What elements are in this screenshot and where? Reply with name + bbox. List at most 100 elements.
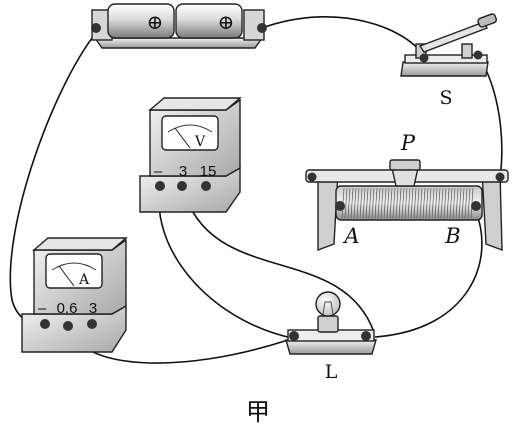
lamp-filament — [322, 301, 334, 315]
rheostat-coil-windings — [341, 187, 474, 219]
wire-voltmeter-3-to-lamp — [181, 185, 375, 333]
switch-base-top — [404, 54, 488, 64]
voltmeter-needle — [174, 127, 191, 149]
wire-rheostat-b-to-lamp — [374, 211, 483, 338]
coil-winding — [365, 187, 369, 219]
ammeter-dial-letter: A — [78, 272, 90, 288]
battery-cell — [175, 3, 243, 39]
switch-label: S — [439, 87, 452, 109]
rheostat-terminal-rail[interactable] — [495, 172, 505, 182]
voltmeter-terminal-label: – — [154, 163, 163, 180]
coil-winding — [413, 187, 417, 219]
lamp-label: L — [325, 361, 338, 383]
coil-winding — [440, 187, 444, 219]
coil-winding — [371, 187, 375, 219]
wire-battery-to-switch — [261, 16, 426, 59]
rheostat: P A B — [305, 131, 509, 252]
ammeter-dial — [45, 253, 103, 289]
coil-winding — [422, 187, 426, 219]
coil-winding — [431, 187, 435, 219]
coil-winding — [416, 187, 420, 219]
switch-lever[interactable] — [418, 21, 488, 53]
lamp-bulb — [315, 291, 341, 317]
battery-plus-symbol: ⊕ — [147, 10, 164, 34]
rheostat-end-a-label: A — [342, 224, 359, 248]
coil-winding — [425, 187, 429, 219]
coil-winding — [368, 187, 372, 219]
lamp-terminal[interactable] — [289, 331, 299, 341]
coil-winding — [374, 187, 378, 219]
coil-winding — [347, 187, 351, 219]
voltmeter-terminal-neg[interactable] — [155, 181, 165, 191]
coil-winding — [353, 187, 357, 219]
ammeter-terminal-0.6[interactable] — [63, 321, 73, 331]
coil-winding — [446, 187, 450, 219]
rheostat-leg-right — [481, 171, 503, 252]
ammeter: A – 0.6 3 — [21, 237, 128, 353]
coil-winding — [467, 187, 471, 219]
ammeter-terminal-label: 3 — [89, 300, 97, 317]
rheostat-slider-top[interactable] — [389, 159, 421, 171]
battery-pack: ⊕ ⊕ — [91, 3, 267, 49]
lamp-socket — [317, 315, 339, 333]
coil-winding — [377, 187, 381, 219]
coil-winding — [458, 187, 462, 219]
voltmeter: V – 3 15 — [139, 97, 242, 213]
coil-winding — [395, 187, 399, 219]
rheostat-terminal-b[interactable] — [471, 201, 481, 211]
coil-winding — [350, 187, 354, 219]
ammeter-terminal-label: – — [38, 300, 47, 317]
voltmeter-terminal-15[interactable] — [201, 181, 211, 191]
coil-winding — [392, 187, 396, 219]
coil-winding — [461, 187, 465, 219]
coil-winding — [428, 187, 432, 219]
coil-winding — [464, 187, 468, 219]
switch-base — [400, 61, 489, 77]
coil-winding — [407, 187, 411, 219]
coil-winding — [434, 187, 438, 219]
rheostat-slider-label: P — [400, 131, 416, 155]
voltmeter-dial — [161, 115, 219, 151]
ammeter-scale — [51, 262, 97, 271]
switch-clip — [461, 43, 473, 59]
coil-winding — [386, 187, 390, 219]
coil-winding — [443, 187, 447, 219]
switch-handle[interactable] — [477, 13, 498, 28]
lamp-terminal[interactable] — [361, 331, 371, 341]
figure-caption: 甲 — [246, 398, 270, 426]
rheostat-leg-left — [317, 171, 339, 252]
rheostat-terminal-rail[interactable] — [307, 172, 317, 182]
ammeter-terminal-neg[interactable] — [40, 319, 50, 329]
coil-winding — [419, 187, 423, 219]
battery-plus-symbol: ⊕ — [218, 10, 235, 34]
coil-winding — [380, 187, 384, 219]
voltmeter-scale — [167, 124, 213, 133]
coil-winding — [401, 187, 405, 219]
coil-winding — [359, 187, 363, 219]
switch-terminal[interactable] — [419, 53, 429, 63]
rheostat-end-b-label: B — [444, 224, 460, 248]
ammeter-needle — [58, 265, 75, 287]
battery-terminal[interactable] — [257, 23, 267, 33]
lamp-base — [285, 339, 377, 355]
battery-cell — [107, 3, 175, 39]
ammeter-terminal-label: 0.6 — [57, 300, 78, 317]
coil-winding — [449, 187, 453, 219]
battery-holder — [93, 37, 264, 49]
coil-winding — [344, 187, 348, 219]
ammeter-terminal-3[interactable] — [87, 319, 97, 329]
coil-winding — [410, 187, 414, 219]
coil-winding — [452, 187, 456, 219]
switch-s[interactable]: S — [400, 13, 498, 109]
voltmeter-terminal-3[interactable] — [177, 181, 187, 191]
coil-winding — [356, 187, 360, 219]
coil-winding — [398, 187, 402, 219]
switch-terminal[interactable] — [473, 50, 483, 60]
battery-terminal[interactable] — [91, 23, 101, 33]
coil-winding — [362, 187, 366, 219]
rheostat-terminal-a[interactable] — [335, 201, 345, 211]
voltmeter-terminal-label: 15 — [200, 163, 217, 180]
coil-winding — [404, 187, 408, 219]
lamp-l: L — [285, 291, 377, 383]
